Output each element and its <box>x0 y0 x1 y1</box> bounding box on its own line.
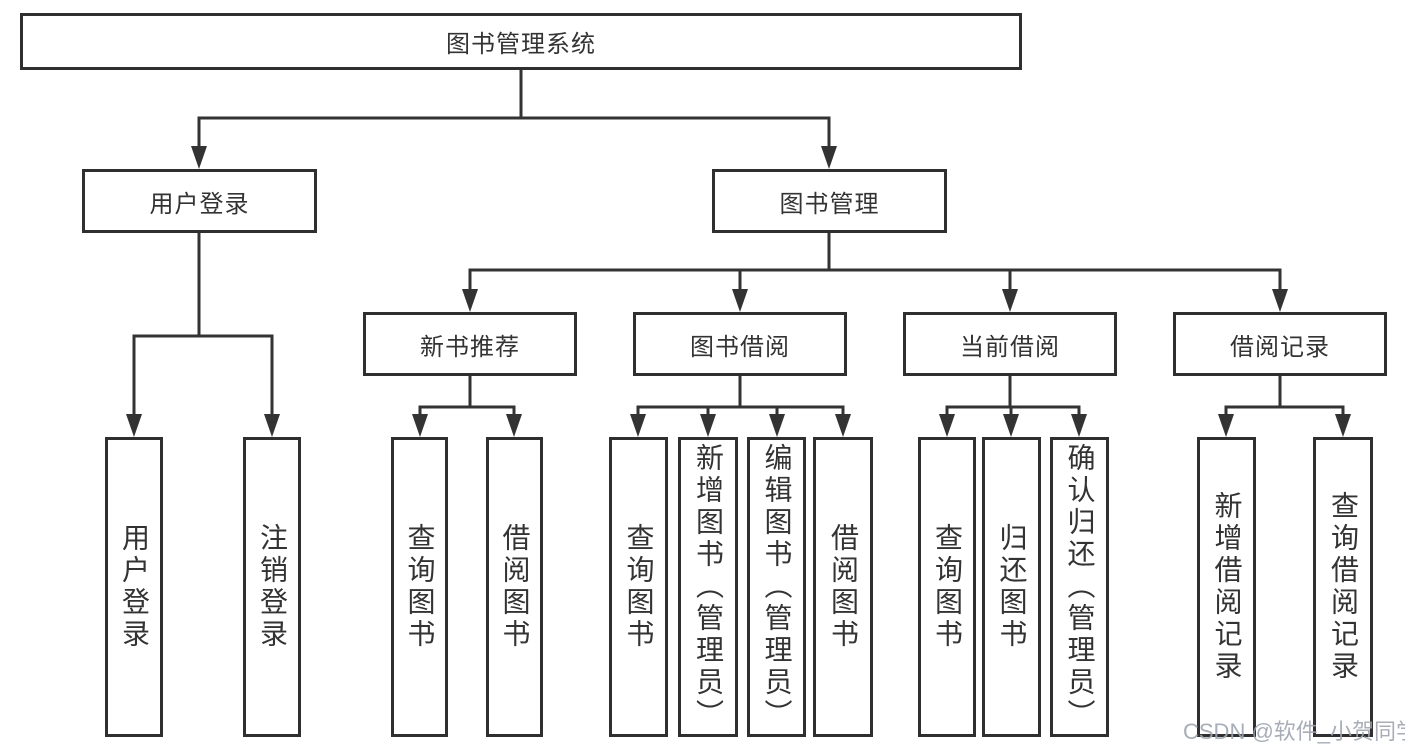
leaf-edit-books-admin: 编辑图书（管理员） <box>747 437 806 737</box>
leaf-return-books: 归还图书 <box>982 437 1041 737</box>
leaf-logout: 注销登录 <box>243 437 301 737</box>
leaf-user-login: 用户登录 <box>105 437 163 737</box>
node-label: 图书管理系统 <box>446 31 596 58</box>
node-label: 图书管理 <box>779 190 880 218</box>
node-current-borrowing: 当前借阅 <box>903 312 1117 376</box>
leaf-query-books-borrowing: 查询图书 <box>609 437 668 737</box>
leaf-label: 查询图书 <box>404 523 436 651</box>
leaf-label: 新增图书（管理员） <box>693 443 724 731</box>
leaf-label: 编辑图书（管理员） <box>761 443 793 731</box>
leaf-query-books-recommend: 查询图书 <box>391 437 448 737</box>
leaf-query-books-current: 查询图书 <box>918 437 976 737</box>
node-user-login: 用户登录 <box>82 169 317 233</box>
leaf-label: 查询图书 <box>932 523 963 651</box>
leaf-add-books-admin: 新增图书（管理员） <box>678 437 738 737</box>
node-label: 图书借阅 <box>690 333 790 361</box>
leaf-label: 注销登录 <box>257 523 288 651</box>
node-label: 当前借阅 <box>960 333 1060 361</box>
leaf-label: 查询借阅记录 <box>1328 491 1359 683</box>
leaf-label: 查询图书 <box>623 523 655 651</box>
node-label: 借阅记录 <box>1230 333 1330 361</box>
leaf-label: 确认归还（管理员） <box>1064 443 1096 731</box>
node-label: 用户登录 <box>149 190 250 218</box>
node-new-book-recommendation: 新书推荐 <box>363 312 577 376</box>
leaf-confirm-return-admin: 确认归还（管理员） <box>1050 437 1109 737</box>
leaf-label: 用户登录 <box>119 523 150 651</box>
leaf-borrow-books-borrowing: 借阅图书 <box>813 437 873 737</box>
node-library-management-system: 图书管理系统 <box>20 13 1022 70</box>
leaf-query-borrow-record: 查询借阅记录 <box>1313 437 1373 737</box>
node-book-management: 图书管理 <box>712 169 947 233</box>
leaf-label: 借阅图书 <box>499 523 531 651</box>
leaf-add-borrow-record: 新增借阅记录 <box>1197 437 1256 737</box>
arrowheads <box>126 146 1351 437</box>
leaf-label: 借阅图书 <box>828 523 859 651</box>
csdn-watermark: CSDN @软件_小贺同学 <box>1183 719 1405 744</box>
node-book-borrowing: 图书借阅 <box>633 312 847 376</box>
node-label: 新书推荐 <box>420 333 520 361</box>
node-borrowing-records: 借阅记录 <box>1173 312 1387 376</box>
leaf-borrow-books-recommend: 借阅图书 <box>486 437 543 737</box>
leaf-label: 归还图书 <box>996 523 1028 651</box>
leaf-label: 新增借阅记录 <box>1211 491 1243 683</box>
